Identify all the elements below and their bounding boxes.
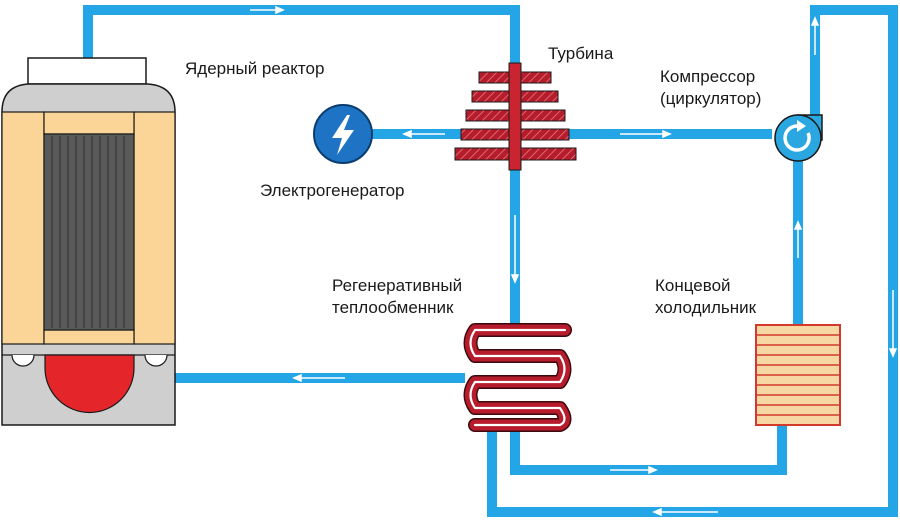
compressor <box>774 114 823 162</box>
cooler-plates <box>756 334 840 416</box>
final-cooler <box>755 324 841 426</box>
regenerator-label-line1: Регенеративный <box>332 276 463 295</box>
reactor-core-rods <box>51 136 125 328</box>
flow-arrow-icon <box>250 5 285 15</box>
reactor-right-port <box>144 354 168 367</box>
exchanger-coil-core <box>469 328 567 427</box>
flow-arrow-icon <box>810 16 820 55</box>
flow-arrow-icon <box>652 507 718 517</box>
regenerator-label-line2: теплообменник <box>332 298 454 317</box>
reactor-fuel-right <box>133 111 176 345</box>
lightning-bolt-icon <box>332 115 354 155</box>
reactor-fuel-bottom <box>43 329 135 345</box>
flow-arrow-icon <box>793 220 803 258</box>
circulation-arrowhead <box>797 120 806 132</box>
flow-arrows <box>250 5 898 517</box>
reactor-left-port <box>11 354 35 367</box>
reactor-fuel-left <box>1 111 45 345</box>
reactor-core <box>43 133 135 331</box>
nuclear-reactor <box>1 57 176 426</box>
reactor-fuel-top <box>43 111 135 135</box>
reactor-label: Ядерный реактор <box>185 59 325 78</box>
turbine-label: Турбина <box>548 44 614 63</box>
reactor-top-cap <box>27 57 147 85</box>
pipe-network <box>83 5 898 517</box>
exchanger-coil <box>465 324 571 431</box>
flow-arrow-icon <box>402 129 445 139</box>
flow-arrow-icon <box>510 215 520 284</box>
turbine-shaft <box>508 62 522 171</box>
compressor-body <box>774 114 822 162</box>
turbine <box>454 62 577 171</box>
regenerative-heat-exchanger <box>463 323 572 432</box>
flow-arrow-icon <box>620 129 672 139</box>
cooler-label-line2: холодильник <box>655 298 757 317</box>
generator-label: Электрогенератор <box>260 181 405 200</box>
pipe-reactor-to-turbine <box>83 5 520 72</box>
circulation-arrow-icon <box>783 124 811 152</box>
compressor-label-line2: (циркулятор) <box>660 89 762 108</box>
cooler-label-line1: Концевой <box>655 276 731 295</box>
flow-arrow-icon <box>610 465 658 475</box>
reactor-bottom-dome <box>44 354 135 414</box>
flow-arrow-icon <box>292 373 345 383</box>
flow-arrow-icon <box>888 290 898 358</box>
compressor-label-line1: Компрессор <box>660 67 756 86</box>
electric-generator <box>313 104 373 164</box>
